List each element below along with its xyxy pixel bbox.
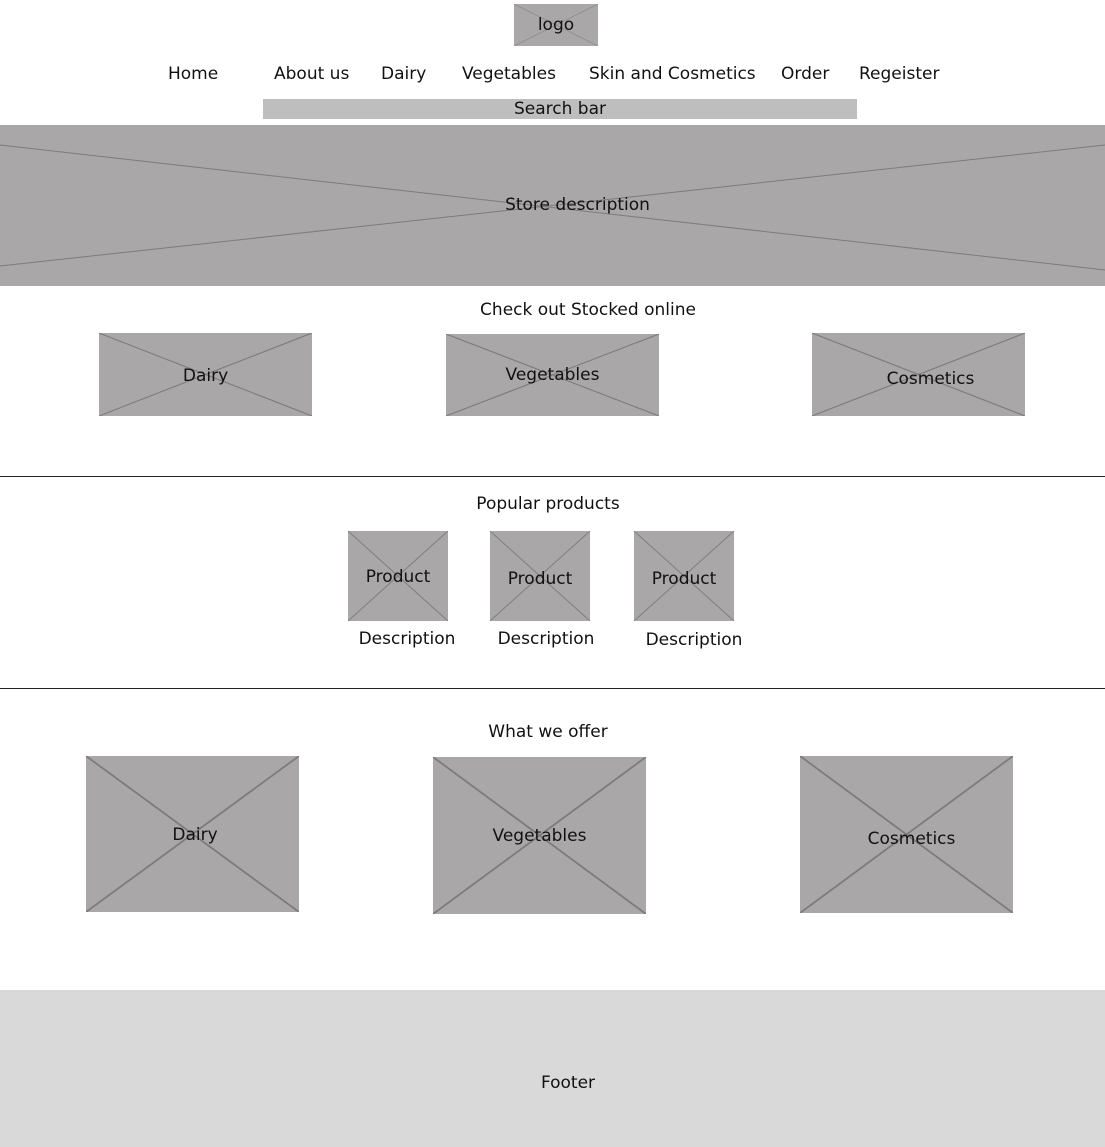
logo-label: logo [537, 15, 575, 35]
placeholder-cross-icon [99, 333, 312, 416]
placeholder-cross-icon [86, 756, 299, 912]
offer-card-label: Dairy [172, 825, 218, 845]
product-label: Product [365, 567, 431, 587]
product-label: Product [507, 569, 573, 589]
footer: Footer [0, 990, 1105, 1147]
nav-item-about-us[interactable]: About us [274, 64, 350, 84]
placeholder-cross-icon [433, 757, 646, 914]
search-bar[interactable]: Search bar [263, 99, 857, 119]
placeholder-cross-icon [800, 756, 1013, 913]
placeholder-cross-icon [812, 333, 1025, 416]
category-card-label: Dairy [182, 366, 229, 386]
placeholder-cross-icon [634, 531, 734, 621]
placeholder-cross-icon [0, 144, 1105, 271]
product-label: Product [651, 569, 717, 589]
offer-card-label: Vegetables [492, 826, 587, 846]
product-card[interactable]: Product [634, 531, 734, 621]
offer-card-vegetables[interactable]: Vegetables [433, 757, 646, 914]
category-card-vegetables[interactable]: Vegetables [446, 334, 659, 416]
footer-label: Footer [540, 1073, 596, 1093]
category-card-label: Cosmetics [886, 369, 975, 389]
offer-card-label: Cosmetics [867, 829, 956, 849]
stocked-section-title: Check out Stocked online [480, 300, 696, 320]
nav-item-home[interactable]: Home [168, 64, 219, 84]
nav-item-vegetables[interactable]: Vegetables [462, 64, 556, 84]
store-description-banner: Store description [0, 125, 1105, 286]
placeholder-cross-icon [490, 531, 590, 621]
placeholder-cross-icon [348, 531, 448, 621]
product-description: Description [358, 629, 456, 649]
offer-card-cosmetics[interactable]: Cosmetics [800, 756, 1013, 913]
nav-item-skin-and-cosmetics[interactable]: Skin and Cosmetics [589, 64, 756, 84]
section-divider [0, 476, 1105, 477]
product-description: Description [645, 630, 743, 650]
category-card-label: Vegetables [505, 365, 600, 385]
offer-card-dairy[interactable]: Dairy [86, 756, 299, 912]
product-card[interactable]: Product [490, 531, 590, 621]
nav-item-order[interactable]: Order [781, 64, 830, 84]
section-divider [0, 688, 1105, 689]
product-description: Description [497, 629, 595, 649]
nav-item-register[interactable]: Regeister [859, 64, 940, 84]
category-card-dairy[interactable]: Dairy [99, 333, 312, 416]
placeholder-cross-icon [446, 334, 659, 416]
offer-section-title: What we offer [488, 722, 608, 742]
placeholder-cross-icon [514, 4, 598, 46]
store-description-label: Store description [505, 195, 650, 215]
nav-item-dairy[interactable]: Dairy [381, 64, 427, 84]
logo[interactable]: logo [514, 4, 598, 46]
popular-section-title: Popular products [476, 494, 620, 514]
category-card-cosmetics[interactable]: Cosmetics [812, 333, 1025, 416]
product-card[interactable]: Product [348, 531, 448, 621]
